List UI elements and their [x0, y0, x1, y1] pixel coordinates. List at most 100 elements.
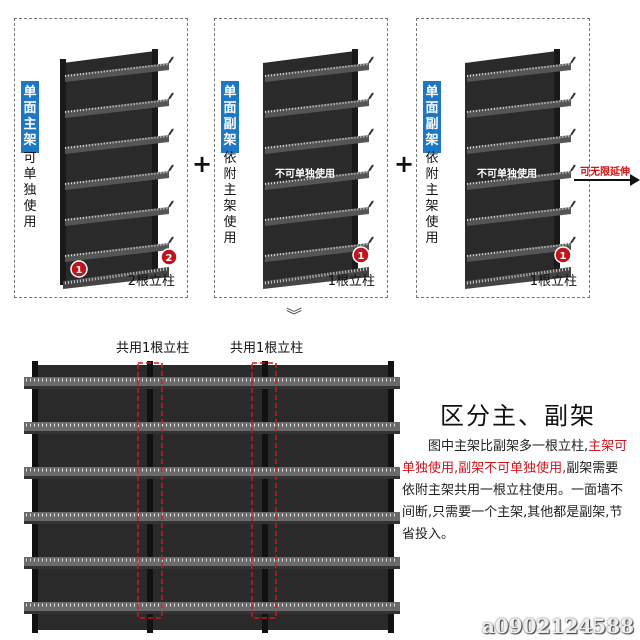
shelf-wire [64, 99, 170, 113]
pillar-badge [554, 246, 572, 264]
combined-shelf-deck [24, 377, 400, 386]
shared-pillar-highlight [251, 362, 277, 619]
shelf-lip [168, 128, 174, 136]
combined-shelf-deck [24, 512, 400, 521]
pillar-badge-number: 1 [358, 251, 365, 262]
combined-shelf-edge [24, 611, 400, 614]
shelf-lip [368, 236, 374, 244]
shelf-lip [368, 164, 374, 172]
sub-frame-2-pillar-count: 1根立柱 [529, 274, 577, 289]
combined-pillar [32, 361, 38, 633]
shelf-wire [64, 135, 170, 149]
combined-shelf-deck [24, 602, 400, 611]
pillar-badge [70, 260, 88, 278]
shelf-wire [466, 243, 572, 257]
main-frame-shelf-image: 12 [60, 49, 178, 289]
shelf-wire [466, 63, 572, 77]
combined-shelf-deck [24, 557, 400, 566]
pillar-badge-number: 2 [166, 253, 173, 264]
shelf-lip [570, 56, 576, 64]
shelf-lip [168, 56, 174, 64]
sub-frame-1-note: 依附主架使用 [223, 151, 237, 246]
shared-pillar-highlight [137, 362, 163, 619]
shelf-lip [368, 200, 374, 208]
shelf-base-wire [466, 267, 570, 285]
shelf-wire [64, 207, 170, 221]
shelf-wire [466, 171, 572, 185]
main-frame-pillar-count: 2根立柱 [127, 274, 175, 289]
shelf-base-wire [64, 267, 168, 285]
combined-shelf-deck [24, 467, 400, 476]
sub-frame-1-pillar-count: 1根立柱 [327, 274, 375, 289]
combined-pillar [147, 361, 153, 633]
shelf-pillar [152, 49, 158, 277]
watermark: a0902124588 [481, 614, 634, 638]
sub-frame-1-tag: 单面副架 [221, 81, 239, 153]
shelf-wire [264, 99, 370, 113]
shelf-base-wire [264, 267, 368, 285]
section-title: 区分主、副架 [440, 402, 596, 430]
main-frame-tag: 单面主架 [21, 81, 39, 153]
shelf-lip [168, 92, 174, 100]
plus-sign-2: + [394, 150, 415, 178]
sub-frame-2-tag: 单面副架 [423, 81, 441, 153]
shelf-wire [264, 243, 370, 257]
combined-shelf-edge [24, 521, 400, 524]
shelf-lip [368, 92, 374, 100]
pillar-badge [160, 248, 178, 266]
section-description: 图中主架比副架多一根立柱,主架可单独使用,副架不可单独使用,副架需要依附主架共用… [402, 436, 628, 546]
shelf-wire [264, 207, 370, 221]
combined-pillar [388, 361, 394, 633]
extend-arrow-icon [574, 174, 640, 186]
sub-frame-2-overlay: 不可单独使用 [477, 169, 537, 180]
pillar-badge-number: 1 [560, 251, 567, 262]
sub-frame-panel-2: 单面副架 依附主架使用 1 不可单独使用 1根立柱 [416, 18, 590, 298]
description-part-1: 图中主架比副架多一根立柱, [428, 439, 589, 454]
shared-pillar-label-1: 共用1根立柱 [116, 341, 190, 356]
shelf-wire [466, 99, 572, 113]
shelf-wire [264, 135, 370, 149]
plus-sign-1: + [192, 150, 213, 178]
combined-shelf-deck [24, 422, 400, 431]
combined-pillar [262, 361, 268, 633]
shelf-wire [466, 207, 572, 221]
extend-label: 可无限延伸 [580, 167, 630, 178]
shared-pillar-label-2: 共用1根立柱 [230, 341, 304, 356]
combined-shelf-edge [24, 566, 400, 569]
combined-shelf-edge [24, 476, 400, 479]
shelf-lip [368, 56, 374, 64]
shelf-lip [570, 92, 576, 100]
shelf-wire [64, 171, 170, 185]
shelf-lip [570, 200, 576, 208]
shelf-lip [570, 236, 576, 244]
shelf-pillar [554, 49, 560, 277]
shelf-wire [64, 243, 170, 257]
chevron-down-icon: ︾ [286, 306, 303, 325]
combined-back-panel [32, 365, 392, 630]
shelf-lip [570, 164, 576, 172]
sub-frame-2-note: 依附主架使用 [425, 151, 439, 246]
sub-frame-1-shelf-image: 1 [263, 49, 374, 289]
shelf-wire [64, 63, 170, 77]
description-highlight: 主架可单独使用,副架不可单独使用, [402, 439, 628, 476]
shelf-lip [168, 164, 174, 172]
shelf-lip [368, 128, 374, 136]
shelf-pillar [352, 49, 358, 277]
shelf-wire [466, 135, 572, 149]
sub-frame-1-overlay: 不可单独使用 [275, 169, 335, 180]
sub-frame-panel-1: 单面副架 依附主架使用 1 不可单独使用 1根立柱 [214, 18, 388, 298]
shelf-lip [168, 236, 174, 244]
shelf-lip [570, 128, 576, 136]
sub-frame-2-shelf-image: 1 [465, 49, 576, 289]
pillar-badge-number: 1 [76, 265, 83, 276]
shelf-lip [168, 200, 174, 208]
combined-shelf-image [24, 361, 400, 633]
shelf-wire [264, 63, 370, 77]
description-part-2: 副架需要依附主架共用一根立柱使用。一面墙不间断,只需要一个主架,其他都是副架,节… [402, 461, 624, 542]
combined-shelf-edge [24, 431, 400, 434]
shelf-pillar [60, 59, 66, 285]
pillar-badge [352, 246, 370, 264]
combined-shelf-edge [24, 386, 400, 389]
main-frame-note: 可单独使用 [23, 151, 37, 230]
